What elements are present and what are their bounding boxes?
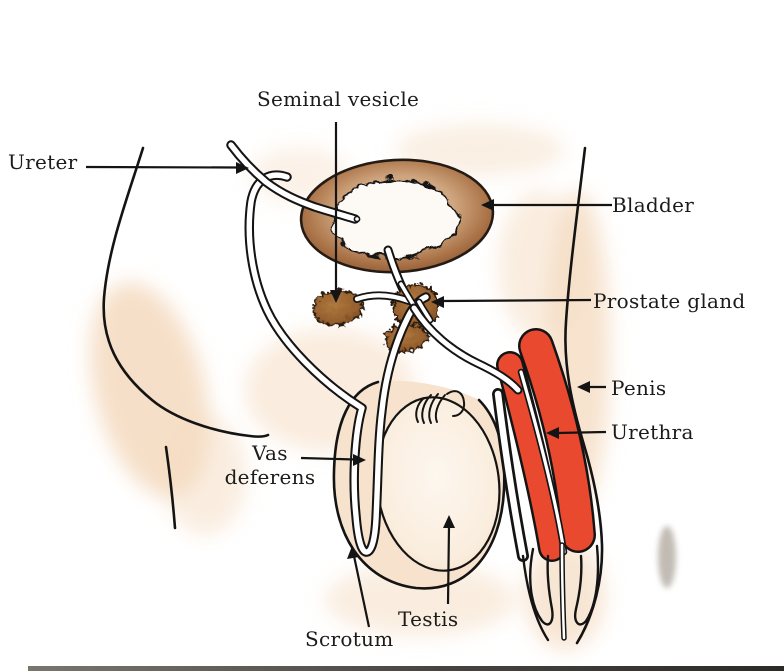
label-urethra: Urethra bbox=[611, 420, 694, 444]
scrotum-lead bbox=[352, 555, 371, 628]
vas-deferens-tube bbox=[244, 170, 431, 557]
label-vas-deferens-line1: Vas bbox=[252, 441, 288, 465]
testis-lead bbox=[446, 525, 451, 605]
scan-edge-strip bbox=[28, 666, 784, 671]
label-vas-deferens: Vas deferens bbox=[222, 441, 318, 489]
back-buttock-line bbox=[102, 146, 270, 438]
label-bladder: Bladder bbox=[612, 193, 695, 217]
scrotum-arrowhead bbox=[347, 546, 359, 559]
right-torso-leg-line bbox=[564, 146, 604, 645]
testis-arrowhead bbox=[443, 515, 455, 528]
label-penis: Penis bbox=[611, 376, 667, 400]
urethra-lead bbox=[556, 430, 607, 435]
vas-deferens-arrowhead bbox=[353, 454, 366, 466]
scan-smudge bbox=[658, 526, 676, 588]
vas-deferens-lead bbox=[300, 456, 356, 461]
ureter-tip bbox=[353, 215, 361, 223]
prostate-arrowhead bbox=[431, 296, 444, 308]
label-testis: Testis bbox=[398, 607, 459, 631]
bladder-shape bbox=[299, 158, 495, 274]
label-scrotum: Scrotum bbox=[305, 627, 394, 651]
penis-arrowhead bbox=[577, 381, 590, 393]
ureter-tube bbox=[226, 140, 361, 224]
prostate-lead bbox=[441, 298, 592, 303]
label-seminal-vesicle: Seminal vesicle bbox=[257, 87, 420, 111]
label-prostate-gland: Prostate gland bbox=[593, 289, 746, 313]
bladder-arrowhead bbox=[481, 199, 494, 211]
epididymis-squiggle bbox=[415, 390, 466, 424]
ureter-lead bbox=[85, 165, 239, 169]
body-outline bbox=[102, 146, 604, 645]
ureter-arrowhead bbox=[236, 162, 249, 174]
urethra-arrowhead bbox=[546, 427, 559, 439]
seminal-vesicle-arrowhead bbox=[330, 290, 342, 303]
left-leg-line bbox=[164, 445, 177, 530]
seminal-vesicle-shape bbox=[309, 287, 361, 325]
leader-lines bbox=[85, 122, 612, 628]
label-vas-deferens-line2: deferens bbox=[224, 465, 316, 489]
penis-shape bbox=[409, 303, 600, 642]
glans-tip bbox=[521, 544, 600, 642]
label-ureter: Ureter bbox=[8, 150, 78, 174]
corpus-cavernosum bbox=[520, 330, 594, 551]
